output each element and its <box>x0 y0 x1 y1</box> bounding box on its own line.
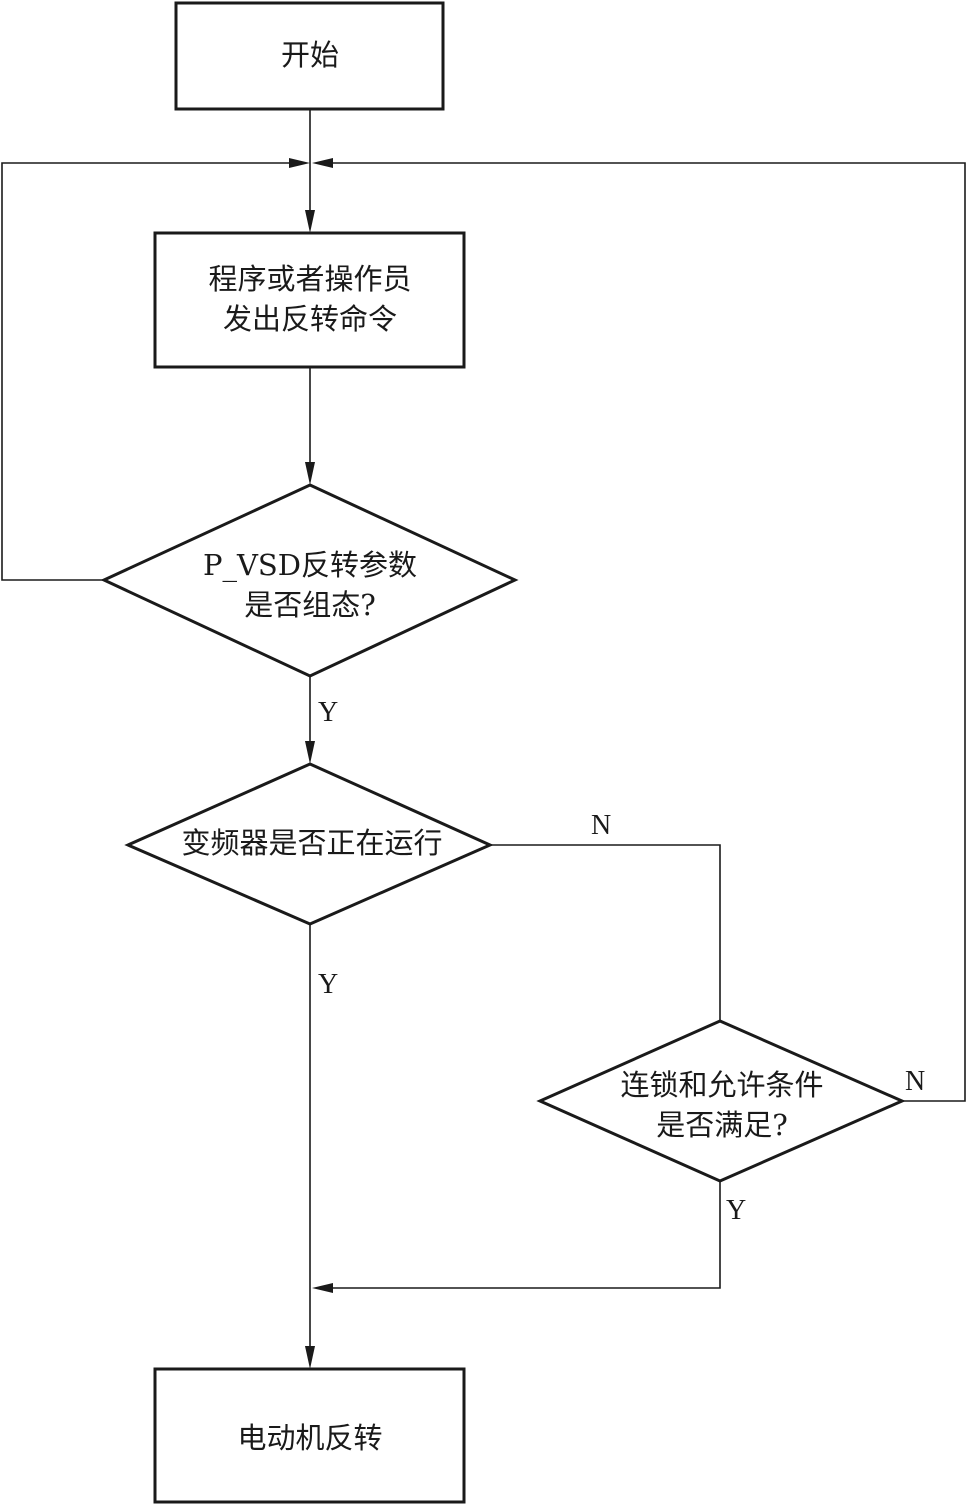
running-no-label: N <box>591 810 611 841</box>
arrowhead-merge-left <box>289 158 310 168</box>
command-label-line2: 发出反转命令 <box>223 302 397 336</box>
param-label-line2: 是否组态? <box>244 588 376 622</box>
shapes <box>100 1 906 1504</box>
node-texts: 开始 程序或者操作员 发出反转命令 P_VSD反转参数 是否组态? 变频器是否正… <box>181 38 823 1455</box>
node-start-box <box>174 1 445 111</box>
running-yes-label: Y <box>318 969 338 1000</box>
param-yes-label: Y <box>318 697 338 728</box>
start-label: 开始 <box>281 38 339 72</box>
motor-label: 电动机反转 <box>237 1421 382 1455</box>
arrowhead-merge-bottom <box>312 1283 333 1293</box>
edge-labels: Y N Y N Y <box>318 697 925 1226</box>
interlock-yes-label: Y <box>726 1195 746 1226</box>
node-param-diamond <box>100 483 519 678</box>
param-label-line1: P_VSD反转参数 <box>203 548 417 583</box>
command-label-line1: 程序或者操作员 <box>208 262 411 296</box>
node-command-box <box>153 231 466 369</box>
interlock-label-line2: 是否满足? <box>656 1108 788 1142</box>
node-interlock-diamond <box>536 1019 906 1183</box>
node-running-diamond <box>124 762 494 926</box>
arrowhead-into-command <box>305 210 315 233</box>
edge-interlock-no-loop <box>324 162 966 1102</box>
node-motor-box <box>153 1367 466 1504</box>
arrowhead-merge-right <box>312 158 333 168</box>
edge-running-no <box>490 844 721 1021</box>
interlock-no-label: N <box>905 1066 925 1097</box>
arrowheads <box>289 158 333 1369</box>
edge-interlock-yes <box>324 1181 721 1289</box>
arrowhead-into-motor <box>305 1346 315 1369</box>
arrowhead-into-param <box>305 462 315 485</box>
arrowhead-into-running <box>305 741 315 764</box>
connectors <box>1 109 966 1354</box>
running-label: 变频器是否正在运行 <box>181 826 442 860</box>
interlock-label-line1: 连锁和允许条件 <box>620 1068 823 1102</box>
edge-param-no-loop <box>1 162 296 581</box>
